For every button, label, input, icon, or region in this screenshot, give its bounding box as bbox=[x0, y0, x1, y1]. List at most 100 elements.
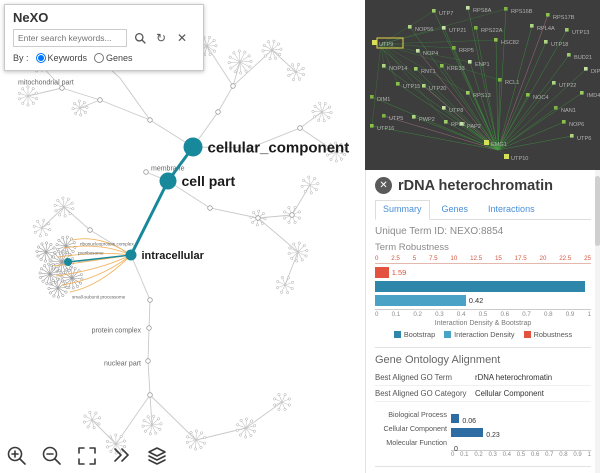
tree-node-cell-part[interactable] bbox=[159, 172, 177, 190]
gene-node[interactable] bbox=[408, 25, 412, 29]
gene-label[interactable]: KRE33 bbox=[447, 66, 465, 72]
close-icon[interactable]: ✕ bbox=[375, 177, 392, 194]
tree-junction-node[interactable] bbox=[255, 215, 261, 221]
gene-node[interactable] bbox=[442, 106, 446, 110]
gene-label[interactable]: UTP9 bbox=[379, 42, 393, 48]
tree-junction-node[interactable] bbox=[143, 169, 149, 175]
gene-label[interactable]: NAN1 bbox=[561, 108, 576, 114]
tree-node-intracellular[interactable] bbox=[125, 249, 137, 261]
gene-node[interactable] bbox=[382, 64, 386, 68]
gene-node[interactable] bbox=[412, 115, 416, 119]
expand-collapse-icon[interactable] bbox=[111, 445, 133, 467]
zoom-in-icon[interactable] bbox=[6, 445, 28, 467]
gene-label[interactable]: NOP56 bbox=[415, 27, 433, 33]
gene-label[interactable]: DIP2 bbox=[591, 69, 600, 75]
tree-junction-node[interactable] bbox=[247, 145, 253, 151]
gene-node[interactable] bbox=[498, 78, 502, 82]
tree-node-label-cellular-component[interactable]: cellular_component bbox=[208, 139, 350, 156]
detail-scrollbar[interactable] bbox=[595, 170, 600, 473]
gene-label[interactable]: UTP22 bbox=[559, 83, 576, 89]
tree-minor-label[interactable]: nuclear part bbox=[104, 361, 141, 368]
gene-label[interactable]: UTP6 bbox=[577, 136, 591, 142]
gene-label[interactable]: UTP20 bbox=[429, 86, 446, 92]
tab-interactions[interactable]: Interactions bbox=[488, 204, 535, 214]
tab-summary[interactable]: Summary bbox=[375, 200, 430, 220]
gene-label[interactable]: UTP16 bbox=[377, 126, 394, 132]
gene-label[interactable]: BUD21 bbox=[574, 55, 592, 61]
gene-node[interactable] bbox=[484, 140, 489, 145]
gene-label[interactable]: RPS22A bbox=[481, 28, 503, 34]
gene-node[interactable] bbox=[544, 40, 548, 44]
tree-junction-node[interactable] bbox=[289, 212, 295, 218]
gene-node[interactable] bbox=[416, 49, 420, 53]
gene-node[interactable] bbox=[370, 124, 374, 128]
refresh-icon[interactable]: ↻ bbox=[153, 30, 169, 46]
search-icon[interactable] bbox=[132, 30, 148, 46]
tree-junction-node[interactable] bbox=[97, 97, 103, 103]
gene-label[interactable]: UTP7 bbox=[439, 11, 453, 17]
gene-node[interactable] bbox=[570, 134, 574, 138]
gene-node[interactable] bbox=[442, 26, 446, 30]
gene-node[interactable] bbox=[546, 13, 550, 17]
gene-node[interactable] bbox=[580, 91, 584, 95]
gene-label[interactable]: RCL1 bbox=[505, 80, 519, 86]
tree-minor-label[interactable]: protein complex bbox=[92, 328, 142, 335]
gene-label[interactable]: UTP5 bbox=[389, 116, 403, 122]
gene-node[interactable] bbox=[452, 46, 456, 50]
gene-node[interactable] bbox=[372, 40, 377, 45]
gene-label[interactable]: NOP14 bbox=[389, 66, 407, 72]
gene-label[interactable]: RPS13 bbox=[473, 93, 491, 99]
gene-label[interactable]: EMG1 bbox=[491, 142, 507, 148]
search-by-radio-genes[interactable] bbox=[94, 53, 105, 63]
tree-node-cluster[interactable] bbox=[64, 258, 72, 266]
tree-junction-node[interactable] bbox=[230, 83, 236, 89]
tree-junction-node[interactable] bbox=[147, 392, 153, 398]
tree-junction-node[interactable] bbox=[146, 325, 152, 331]
tree-node-cellular-component[interactable] bbox=[183, 137, 203, 157]
search-by-radio-keywords[interactable] bbox=[35, 53, 46, 63]
tree-node-label-cell-part[interactable]: cell part bbox=[182, 173, 236, 189]
gene-node[interactable] bbox=[440, 64, 444, 68]
clear-icon[interactable]: ✕ bbox=[174, 30, 190, 46]
gene-node[interactable] bbox=[565, 28, 569, 32]
gene-node[interactable] bbox=[396, 82, 400, 86]
tree-minor-label[interactable]: mitochondrial part bbox=[18, 80, 74, 87]
search-by-genes[interactable]: Genes bbox=[94, 53, 133, 63]
tree-junction-node[interactable] bbox=[297, 125, 303, 131]
gene-node[interactable] bbox=[552, 81, 556, 85]
gene-node[interactable] bbox=[474, 26, 478, 30]
gene-label[interactable]: RNT1 bbox=[421, 69, 436, 75]
gene-node[interactable] bbox=[562, 120, 566, 124]
gene-label[interactable]: DIM1 bbox=[377, 97, 390, 103]
gene-node[interactable] bbox=[504, 154, 509, 159]
layers-icon[interactable] bbox=[146, 445, 168, 467]
gene-node[interactable] bbox=[584, 67, 588, 71]
tree-minor-label[interactable]: preribosome bbox=[78, 251, 104, 256]
tree-junction-node[interactable] bbox=[59, 85, 65, 91]
zoom-out-icon[interactable] bbox=[41, 445, 63, 467]
gene-node[interactable] bbox=[504, 7, 508, 11]
tree-junction-node[interactable] bbox=[145, 358, 151, 364]
gene-label[interactable]: UTP15 bbox=[403, 84, 420, 90]
tab-genes[interactable]: Genes bbox=[441, 204, 469, 214]
tree-junction-node[interactable] bbox=[207, 205, 213, 211]
gene-node[interactable] bbox=[414, 67, 418, 71]
gene-label[interactable]: RPS8A bbox=[473, 8, 492, 14]
gene-label[interactable]: ENP1 bbox=[475, 62, 490, 68]
gene-label[interactable]: RRP5 bbox=[459, 48, 474, 54]
tree-junction-node[interactable] bbox=[215, 109, 221, 115]
tree-junction-node[interactable] bbox=[147, 297, 153, 303]
tree-minor-label[interactable]: ribonucleoprotein complex bbox=[80, 242, 134, 247]
gene-node[interactable] bbox=[466, 91, 470, 95]
gene-label[interactable]: RPL4A bbox=[537, 26, 555, 32]
gene-node[interactable] bbox=[466, 6, 470, 10]
gene-node[interactable] bbox=[432, 9, 436, 13]
fit-to-screen-icon[interactable] bbox=[76, 445, 98, 467]
gene-label[interactable]: RPS17B bbox=[553, 15, 575, 21]
gene-label[interactable]: UTP21 bbox=[449, 28, 466, 34]
gene-node[interactable] bbox=[444, 120, 448, 124]
